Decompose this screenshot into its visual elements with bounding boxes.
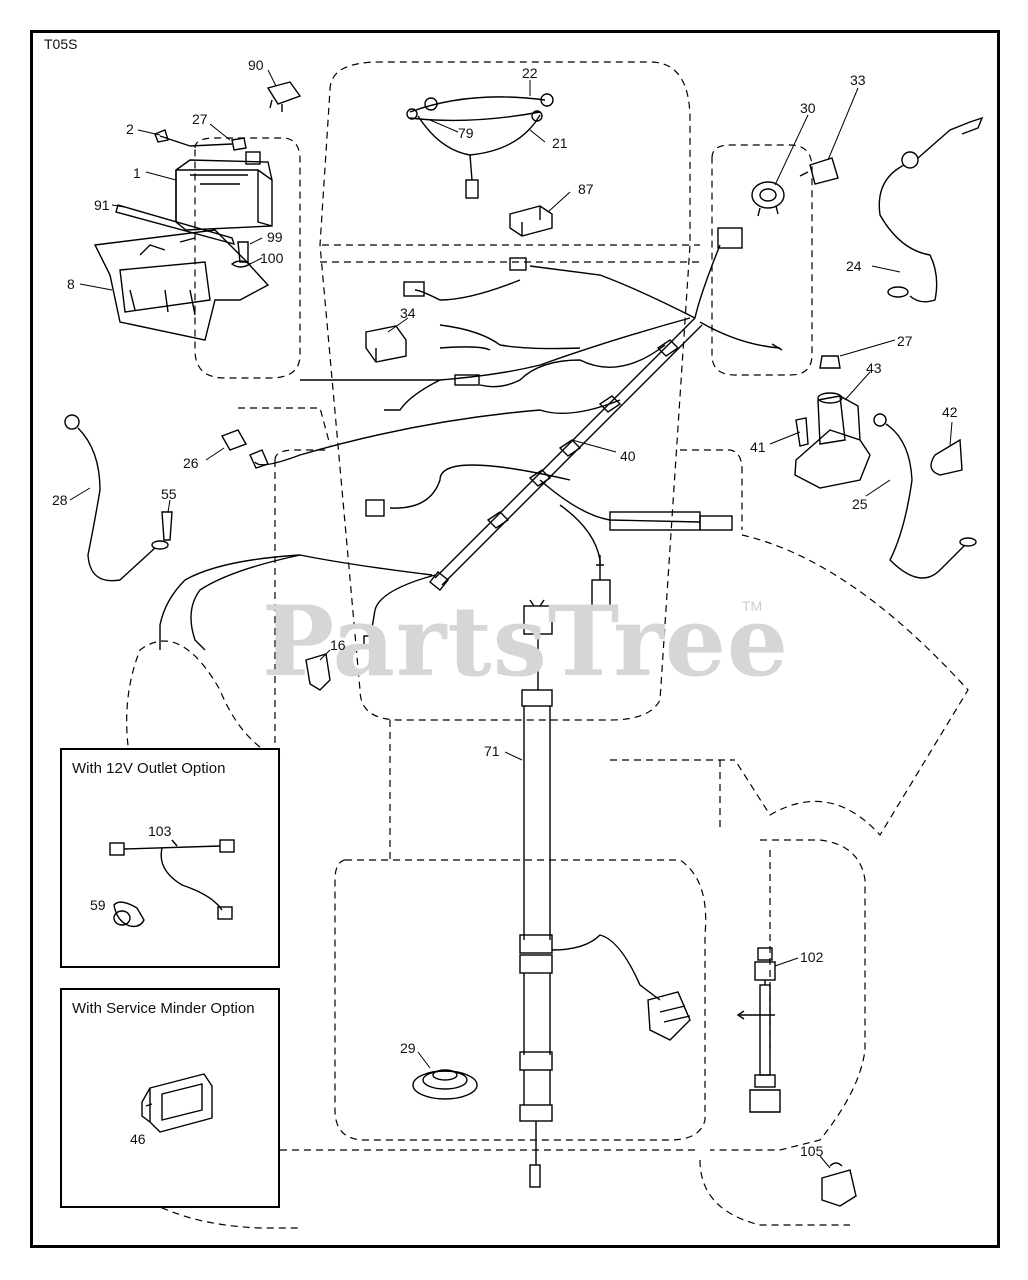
inset-12v-outlet-title: With 12V Outlet Option [72, 760, 226, 777]
cable-24 [878, 116, 984, 303]
callout-87: 87 [578, 181, 594, 197]
callout-55: 55 [161, 486, 177, 502]
ignition-switch-30-icon [751, 181, 785, 217]
cable-25 [873, 413, 977, 579]
switch-105-icon [821, 1162, 857, 1207]
callout-26: 26 [183, 455, 199, 471]
callout-91: 91 [94, 197, 110, 213]
solenoid-43-icon [794, 392, 871, 489]
horn-29-icon [412, 1069, 478, 1100]
callout-34: 34 [400, 305, 416, 321]
callout-71: 71 [484, 743, 500, 759]
diagram-code: T05S [44, 36, 78, 52]
callout-40: 40 [620, 448, 636, 464]
inset-service-minder: With Service Minder Option 46 [60, 988, 280, 1208]
outlet-harness-103 [109, 839, 235, 928]
harness-102 [736, 947, 781, 1113]
callout-46: 46 [130, 1131, 146, 1147]
bolt-41-icon [795, 417, 809, 447]
battery-tray-8-icon [93, 229, 270, 341]
callout-102: 102 [800, 949, 824, 965]
service-minder-46-icon [141, 1073, 213, 1133]
inset-service-minder-title: With Service Minder Option [72, 1000, 255, 1017]
relay-87-icon [509, 205, 553, 237]
tractor-outline [126, 61, 969, 1229]
callout-105: 105 [800, 1143, 824, 1159]
callout-41: 41 [750, 439, 766, 455]
callout-100: 100 [260, 250, 284, 266]
callout-2: 2 [126, 121, 134, 137]
headlight-harness [406, 93, 554, 199]
callout-8: 8 [67, 276, 75, 292]
callout-1: 1 [133, 165, 141, 181]
diagram-frame [30, 30, 1000, 1248]
callout-21: 21 [552, 135, 568, 151]
harness-71 [519, 599, 691, 1188]
callout-16: 16 [330, 637, 346, 653]
bolt-99-icon [237, 241, 249, 263]
callout-24: 24 [846, 258, 862, 274]
fuse-26-icon [220, 429, 248, 451]
callout-79: 79 [458, 125, 474, 141]
watermark-tm: TM [742, 598, 763, 614]
callout-103: 103 [148, 823, 172, 839]
callout-42: 42 [942, 404, 958, 420]
callout-99: 99 [267, 229, 283, 245]
boot-42-icon [930, 438, 963, 476]
strap-91-icon [115, 204, 236, 246]
callout-90: 90 [248, 57, 264, 73]
bolt-55-icon [161, 511, 173, 541]
key-33-icon [799, 157, 839, 185]
bolt-2-icon [154, 129, 191, 147]
callout-43: 43 [866, 360, 882, 376]
main-harness-40 [159, 227, 783, 651]
connector-90-icon [266, 81, 302, 112]
nut-27-icon [231, 137, 247, 151]
callout-25: 25 [852, 496, 868, 512]
callout-22: 22 [522, 65, 538, 81]
callout-27b: 27 [897, 333, 913, 349]
connector-16-icon [305, 653, 331, 691]
callout-27a: 27 [192, 111, 208, 127]
callout-33: 33 [850, 72, 866, 88]
callout-29: 29 [400, 1040, 416, 1056]
callout-30: 30 [800, 100, 816, 116]
callout-59: 59 [90, 897, 106, 913]
cable-28 [64, 414, 169, 582]
callout-28: 28 [52, 492, 68, 508]
leader-lines [69, 69, 953, 1169]
watermark: PartsTree [262, 585, 789, 698]
nut-27b-icon [819, 355, 841, 369]
inset-12v-outlet: With 12V Outlet Option 103 59 [60, 748, 280, 968]
